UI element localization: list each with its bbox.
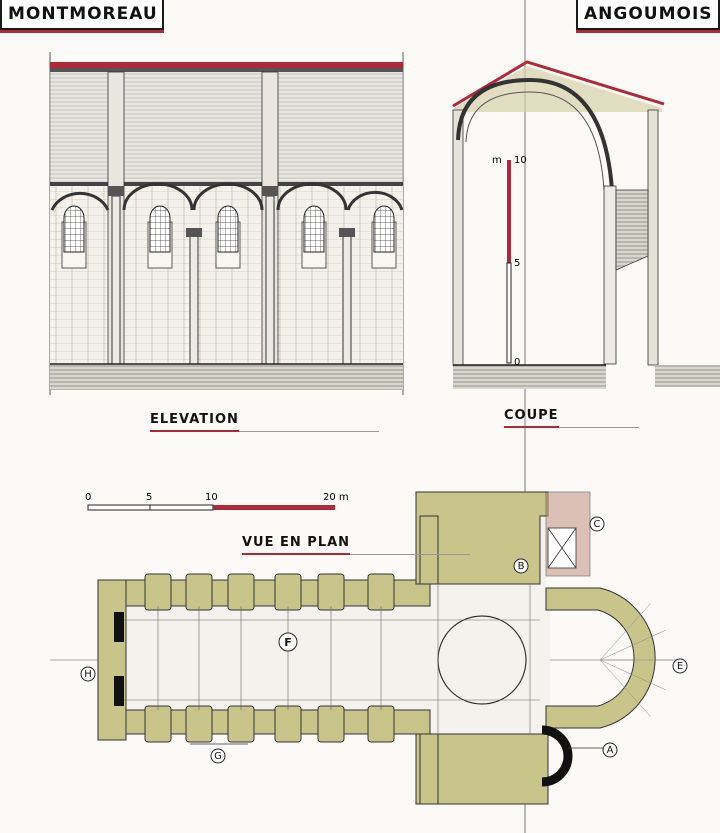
marker-h [80, 666, 96, 682]
marker-e-label: E [677, 661, 683, 672]
title-angoumois: ANGOUMOIS [576, 0, 720, 33]
marker-g-label: G [214, 751, 222, 762]
caption-coupe: COUPE [504, 408, 639, 428]
section-scale-tick-5: 5 [514, 258, 520, 269]
marker-f-label: F [284, 636, 292, 649]
plan-scale-tick-10: 10 [205, 492, 218, 503]
section-ground-right [655, 365, 720, 387]
plan-scale-tick-20: 20 m [323, 492, 349, 503]
section-scale-red [507, 160, 511, 263]
marker-a [602, 742, 618, 758]
marker-e [672, 658, 688, 674]
marker-c-label: C [594, 519, 601, 530]
marker-a-label: A [607, 745, 614, 756]
plan-scale-tick-0: 0 [85, 492, 91, 503]
marker-f [278, 632, 298, 652]
section-drawing: m 10 5 0 [452, 60, 720, 389]
elevation-ground [50, 364, 403, 390]
marker-c [589, 516, 605, 532]
section-ground-left [453, 365, 606, 389]
section-roof-line [452, 60, 665, 108]
plan-drawing [50, 491, 680, 805]
marker-b [513, 558, 529, 574]
section-scale-tick-0: 0 [514, 357, 520, 368]
marker-b-label: B [518, 561, 525, 572]
marker-g [210, 748, 226, 764]
plan-scale-tick-5: 5 [146, 492, 152, 503]
caption-elevation: ELEVATION [150, 412, 379, 432]
elevation-drawing [49, 52, 404, 395]
marker-h-label: H [84, 669, 92, 680]
section-scale-tick-10: 10 [514, 155, 527, 166]
title-montmoreau: MONTMOREAU [0, 0, 164, 33]
section-scale-unit: m [492, 155, 502, 166]
section-scale-white [506, 262, 512, 364]
caption-plan: VUE EN PLAN [242, 535, 471, 555]
elevation-roof-edge [50, 62, 403, 68]
plan-markers [80, 516, 688, 764]
plan-scale-bar: 0 5 10 20 m [85, 492, 349, 511]
